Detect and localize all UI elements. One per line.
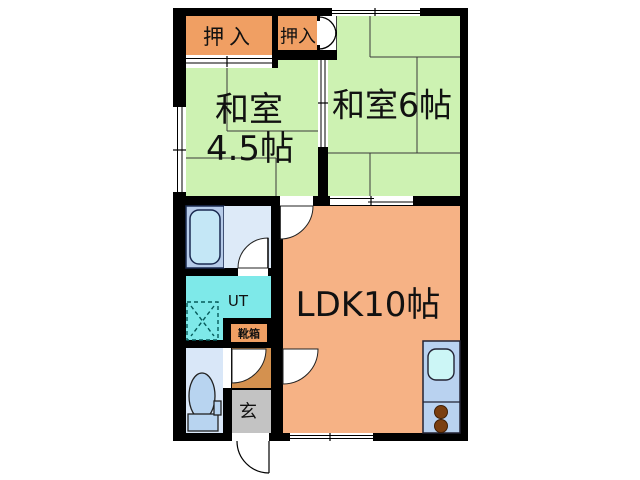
label-ldk: LDK10帖 (296, 285, 441, 325)
label-entrance: 玄 (239, 402, 257, 423)
window-left (173, 107, 186, 192)
closet-right (278, 16, 317, 50)
label-washitsu45-line1: 和室 (215, 90, 283, 130)
sliding-door-washitsu6-ldk (330, 196, 413, 205)
room-ldk (283, 206, 460, 433)
shoe-cabinet (231, 324, 267, 342)
door-hall (231, 348, 267, 384)
stove-burner-2 (434, 419, 448, 433)
kitchen-counter (422, 340, 461, 434)
stove-burner-1 (434, 405, 448, 419)
room-washitsu-6 (328, 16, 460, 196)
door-washroom (237, 237, 269, 276)
label-washitsu6: 和室6帖 (332, 86, 452, 125)
door-ldk-washitsu45 (279, 196, 314, 240)
label-closet-left: 押入 (203, 25, 255, 49)
toilet-door (223, 348, 231, 388)
closet-double-door (317, 16, 338, 50)
door-hall-ldk (282, 348, 319, 385)
window-bottom (290, 433, 373, 441)
tatami-lines-4-5 (186, 68, 318, 196)
bathtub (189, 209, 221, 265)
room-utility (186, 276, 271, 340)
washing-machine-pan (186, 301, 219, 341)
entrance-door (232, 433, 270, 474)
room-washitsu-4-5 (186, 60, 318, 196)
fusuma-closet-left (186, 55, 272, 68)
toilet (187, 372, 222, 432)
label-closet-right: 押入 (280, 27, 316, 48)
room-entrance (232, 390, 271, 433)
label-shoe-cabinet: 靴箱 (238, 327, 260, 341)
label-washitsu45-line2: 4.5帖 (206, 129, 294, 169)
tatami-lines-6 (328, 16, 460, 196)
window-top (332, 8, 420, 16)
label-utility: UT (228, 292, 249, 310)
kitchen-sink (427, 348, 455, 381)
closet-left (186, 16, 272, 55)
fusuma-between-washitsu (318, 60, 328, 147)
